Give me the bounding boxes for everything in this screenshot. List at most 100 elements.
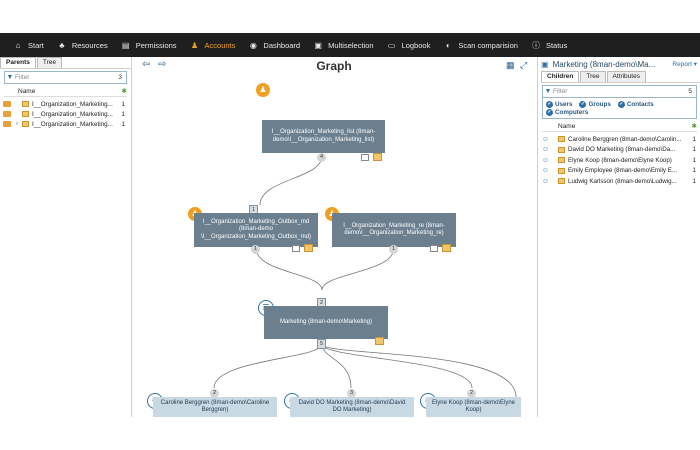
chip-users[interactable]: ✓Users	[546, 101, 573, 108]
nav-label: Logbook	[401, 40, 431, 50]
node-label: I__Organization_Marketing_Outbox_md (8ma…	[200, 218, 312, 240]
filter-count: 3	[118, 74, 122, 81]
graph-title: Graph	[316, 59, 352, 73]
list-item[interactable]: › I__Organization_Marketing...1	[3, 119, 131, 129]
chip-label: Groups	[588, 101, 611, 108]
graph-node-marketing[interactable]: Marketing (8man-demo\Marketing)	[264, 306, 388, 339]
edge-marketing-child	[321, 343, 517, 398]
member-count-badge: 1	[389, 245, 398, 254]
nav-dashboard[interactable]: ◉Dashboard	[248, 41, 300, 50]
folder-icon	[558, 178, 565, 185]
folder-icon[interactable]	[442, 244, 451, 252]
user-icon: ☺	[541, 167, 550, 175]
parents-panel: Parents Tree ▼ Filter 3 Name ✱ I__Organi…	[0, 57, 132, 417]
filter-placeholder: Filter	[553, 88, 568, 95]
node-label: Caroline Berggren (8man-demo\Caroline Be…	[160, 399, 270, 414]
user-icon: ☺	[541, 135, 550, 143]
nav-multiselection[interactable]: ▣ Multiselection	[313, 41, 373, 50]
details-button[interactable]	[292, 245, 300, 252]
folder-icon[interactable]	[375, 337, 384, 345]
chip-groups[interactable]: ✓Groups	[579, 101, 611, 108]
list-item[interactable]: ☺Emily Employee (8man-demo\Emily E...1	[541, 166, 700, 177]
report-button[interactable]: Report ▾	[672, 61, 697, 68]
graph-node-david[interactable]: David DO Marketing (8man-demo\David DO M…	[290, 397, 414, 417]
nav-label: Multiselection	[328, 40, 374, 50]
node-label: Marketing (8man-demo\Marketing)	[279, 318, 373, 325]
filter-field[interactable]: ▼ Filter 5	[542, 85, 697, 98]
graph-node-marketing-list[interactable]: I__Organization_Marketing_list (8man-dem…	[262, 120, 385, 153]
tab-parents[interactable]: Parents	[0, 57, 36, 68]
tab-tree[interactable]: Tree	[580, 71, 606, 82]
export-icon[interactable]: ▦	[506, 60, 515, 70]
chevron-right-icon[interactable]: ›	[16, 121, 18, 127]
row-name: Caroline Berggren (8man-demo\Carolin...	[568, 135, 682, 143]
nav-label: Permissions	[135, 40, 177, 50]
chip-computers[interactable]: ✓Computers	[546, 109, 588, 116]
check-icon: ✓	[546, 101, 553, 108]
left-tabs: Parents Tree	[0, 57, 131, 69]
list-item[interactable]: ☺Ludwig Karlsson (8man-demo\Ludwig...1	[541, 176, 700, 187]
edge-marketing-caroline	[213, 343, 323, 389]
list-item[interactable]: ☺ Caroline Berggren (8man-demo\Carolin...…	[541, 134, 700, 145]
filter-placeholder: Filter	[15, 74, 30, 81]
folder-icon[interactable]	[304, 244, 313, 252]
tab-tree[interactable]: Tree	[36, 57, 62, 68]
nav-logbook[interactable]: ▭Logbook	[387, 41, 431, 50]
user-icon: ☺	[541, 146, 550, 154]
folder-icon	[558, 136, 565, 143]
fit-view-icon[interactable]: ⤢	[520, 60, 528, 70]
nav-accounts[interactable]: ♟Accounts	[190, 41, 235, 50]
list-item[interactable]: I__Organization_Marketing...1	[3, 99, 131, 109]
chip-label: Users	[555, 101, 573, 108]
list-item[interactable]: ☺David DO Marketing (8man-demo\Da...1	[541, 145, 700, 156]
member-count-badge: 2	[210, 389, 219, 398]
node-label: I__Organization_Marketing_re (8man-demo\…	[343, 222, 445, 237]
filter-field[interactable]: ▼ Filter 3	[4, 71, 127, 84]
report-label: Report	[672, 61, 692, 68]
folder-icon	[558, 146, 565, 153]
nav-permissions[interactable]: ▤Permissions	[121, 41, 177, 50]
nav-scan-comparision[interactable]: ◐Scan comparision	[443, 41, 518, 50]
list-item[interactable]: I__Organization_Marketing...1	[3, 109, 131, 119]
folder-icon	[558, 167, 565, 174]
details-title: Marketing (8man-demo\Ma...	[552, 59, 656, 69]
row-count: 1	[121, 110, 125, 118]
details-button[interactable]	[430, 245, 438, 252]
scan-icon: ◐	[445, 40, 451, 50]
folder-icon	[22, 111, 29, 117]
group-icon	[3, 101, 11, 107]
user-icon: ☺	[541, 177, 550, 185]
row-count: 1	[692, 156, 696, 164]
nav-resources[interactable]: ♣Resources	[57, 41, 107, 50]
filter-count: 5	[688, 88, 692, 95]
group-icon	[3, 111, 11, 117]
nav-start[interactable]: ⌂Start	[13, 41, 44, 50]
multiselection-icon: ▣	[314, 40, 322, 50]
list-item[interactable]: ☺Elyne Koop (8man-demo\Elyne Koop)1	[541, 155, 700, 166]
forward-arrow-icon[interactable]: ⇨	[158, 59, 167, 70]
back-arrow-icon[interactable]: ⇦	[142, 59, 151, 70]
graph-node-marketing-re[interactable]: I__Organization_Marketing_re (8man-demo\…	[332, 213, 456, 247]
column-name[interactable]: Name	[18, 87, 36, 95]
expand-connector[interactable]: 5	[317, 339, 327, 349]
tab-attributes[interactable]: Attributes	[606, 71, 646, 82]
graph-panel[interactable]: ⇦ ⇨ Graph ▦ ⤢ ♟ I__Organization_Marketin…	[132, 57, 536, 417]
group-icon: ▣	[541, 59, 549, 69]
graph-node-marketing-outbox[interactable]: I__Organization_Marketing_Outbox_md (8ma…	[194, 213, 318, 247]
chip-contacts[interactable]: ✓Contacts	[617, 101, 654, 108]
folder-icon[interactable]	[373, 153, 382, 161]
tree-view-icon[interactable]: ✱	[691, 123, 697, 130]
column-name[interactable]: Name	[558, 122, 576, 130]
type-filter-chips: ✓Users ✓Groups ✓Contacts ✓Computers	[542, 98, 697, 119]
tab-children[interactable]: Children	[541, 71, 580, 82]
graph-node-caroline[interactable]: Caroline Berggren (8man-demo\Caroline Be…	[153, 397, 277, 417]
graph-node-elyne[interactable]: Elyne Koop (8man-demo\Elyne Koop)	[426, 397, 521, 417]
tree-view-icon[interactable]: ✱	[121, 88, 127, 95]
details-button[interactable]	[361, 154, 369, 161]
edge-list-outbox	[259, 155, 323, 206]
user-icon: ☺	[541, 156, 550, 164]
row-name: I__Organization_Marketing...	[32, 100, 113, 108]
node-label: Elyne Koop (8man-demo\Elyne Koop)	[431, 399, 516, 414]
chip-label: Contacts	[626, 101, 654, 108]
